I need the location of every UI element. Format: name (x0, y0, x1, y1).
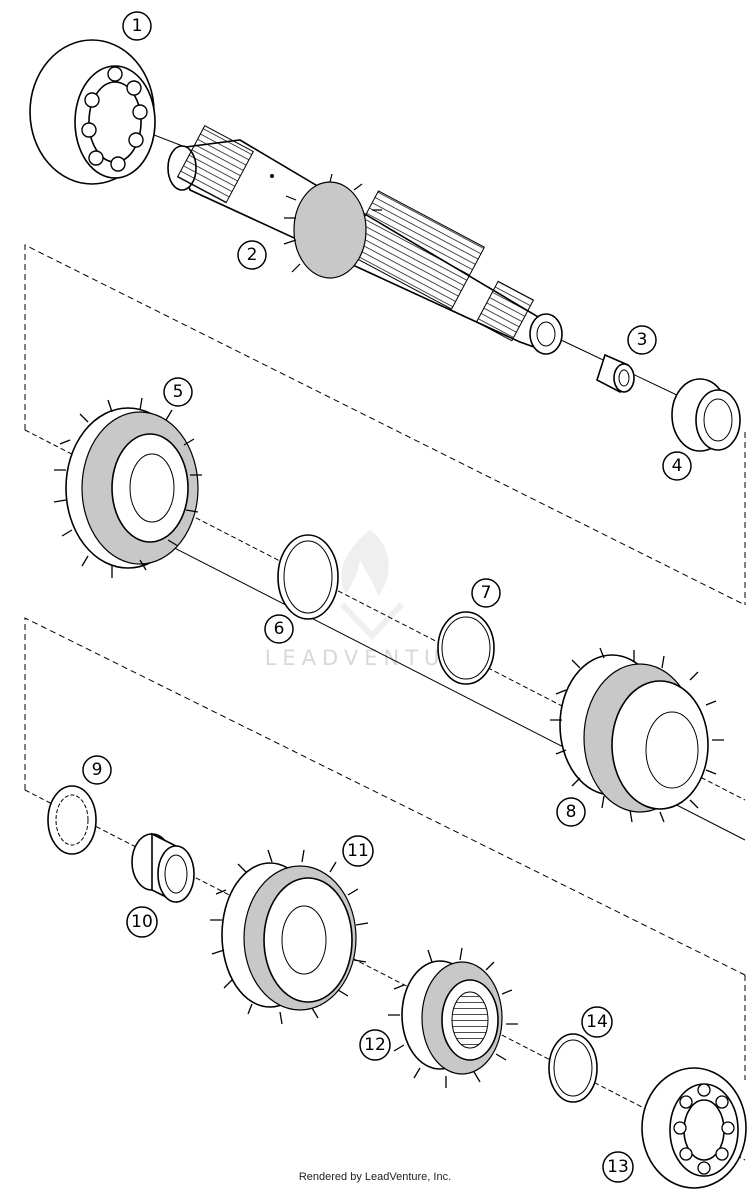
washer-14 (548, 1033, 598, 1103)
callout-9[interactable]: 9 (82, 755, 112, 785)
gear-12 (388, 947, 518, 1088)
callout-label: 8 (566, 802, 577, 822)
callout-label: 5 (173, 382, 184, 402)
callout-label: 7 (481, 583, 492, 603)
callout-10[interactable]: 10 (126, 906, 158, 938)
callout-7[interactable]: 7 (471, 578, 501, 608)
footer-credit: Rendered by LeadVenture, Inc. (299, 1171, 451, 1183)
callout-label: 12 (364, 1035, 386, 1055)
lock-washer-9 (47, 785, 97, 855)
callout-6[interactable]: 6 (264, 614, 294, 644)
gear-11 (210, 849, 369, 1025)
group-frame-lower (24, 617, 746, 1080)
callout-label: 13 (607, 1157, 629, 1177)
washer-6 (277, 534, 339, 620)
bushing-10 (131, 832, 195, 904)
gear-8 (550, 647, 724, 823)
callout-label: 6 (274, 619, 285, 639)
callout-2[interactable]: 2 (237, 240, 267, 270)
callout-label: 11 (347, 841, 369, 861)
callout-5[interactable]: 5 (163, 377, 193, 407)
callout-label: 10 (131, 912, 153, 932)
callout-13[interactable]: 13 (602, 1151, 634, 1183)
needle-bushing-3 (596, 353, 635, 394)
callout-12[interactable]: 12 (359, 1029, 391, 1061)
callout-4[interactable]: 4 (662, 451, 692, 481)
gear-5 (53, 397, 202, 578)
watermark-logo (339, 530, 405, 641)
main-shaft-2 (167, 125, 563, 355)
callout-11[interactable]: 11 (342, 835, 374, 867)
callout-label: 4 (672, 456, 683, 476)
bearing-13 (641, 1067, 747, 1189)
callout-8[interactable]: 8 (556, 797, 586, 827)
circlip-7 (437, 611, 495, 685)
bushing-4 (671, 378, 741, 452)
bearing-1 (29, 39, 156, 185)
callout-14[interactable]: 14 (581, 1006, 613, 1038)
callout-3[interactable]: 3 (627, 325, 657, 355)
callout-label: 2 (247, 245, 258, 265)
group-frame-upper (24, 244, 746, 606)
callout-label: 14 (586, 1012, 608, 1032)
callout-label: 1 (132, 16, 143, 36)
callout-label: 9 (92, 760, 103, 780)
callout-1[interactable]: 1 (122, 11, 152, 41)
callout-label: 3 (637, 330, 648, 350)
